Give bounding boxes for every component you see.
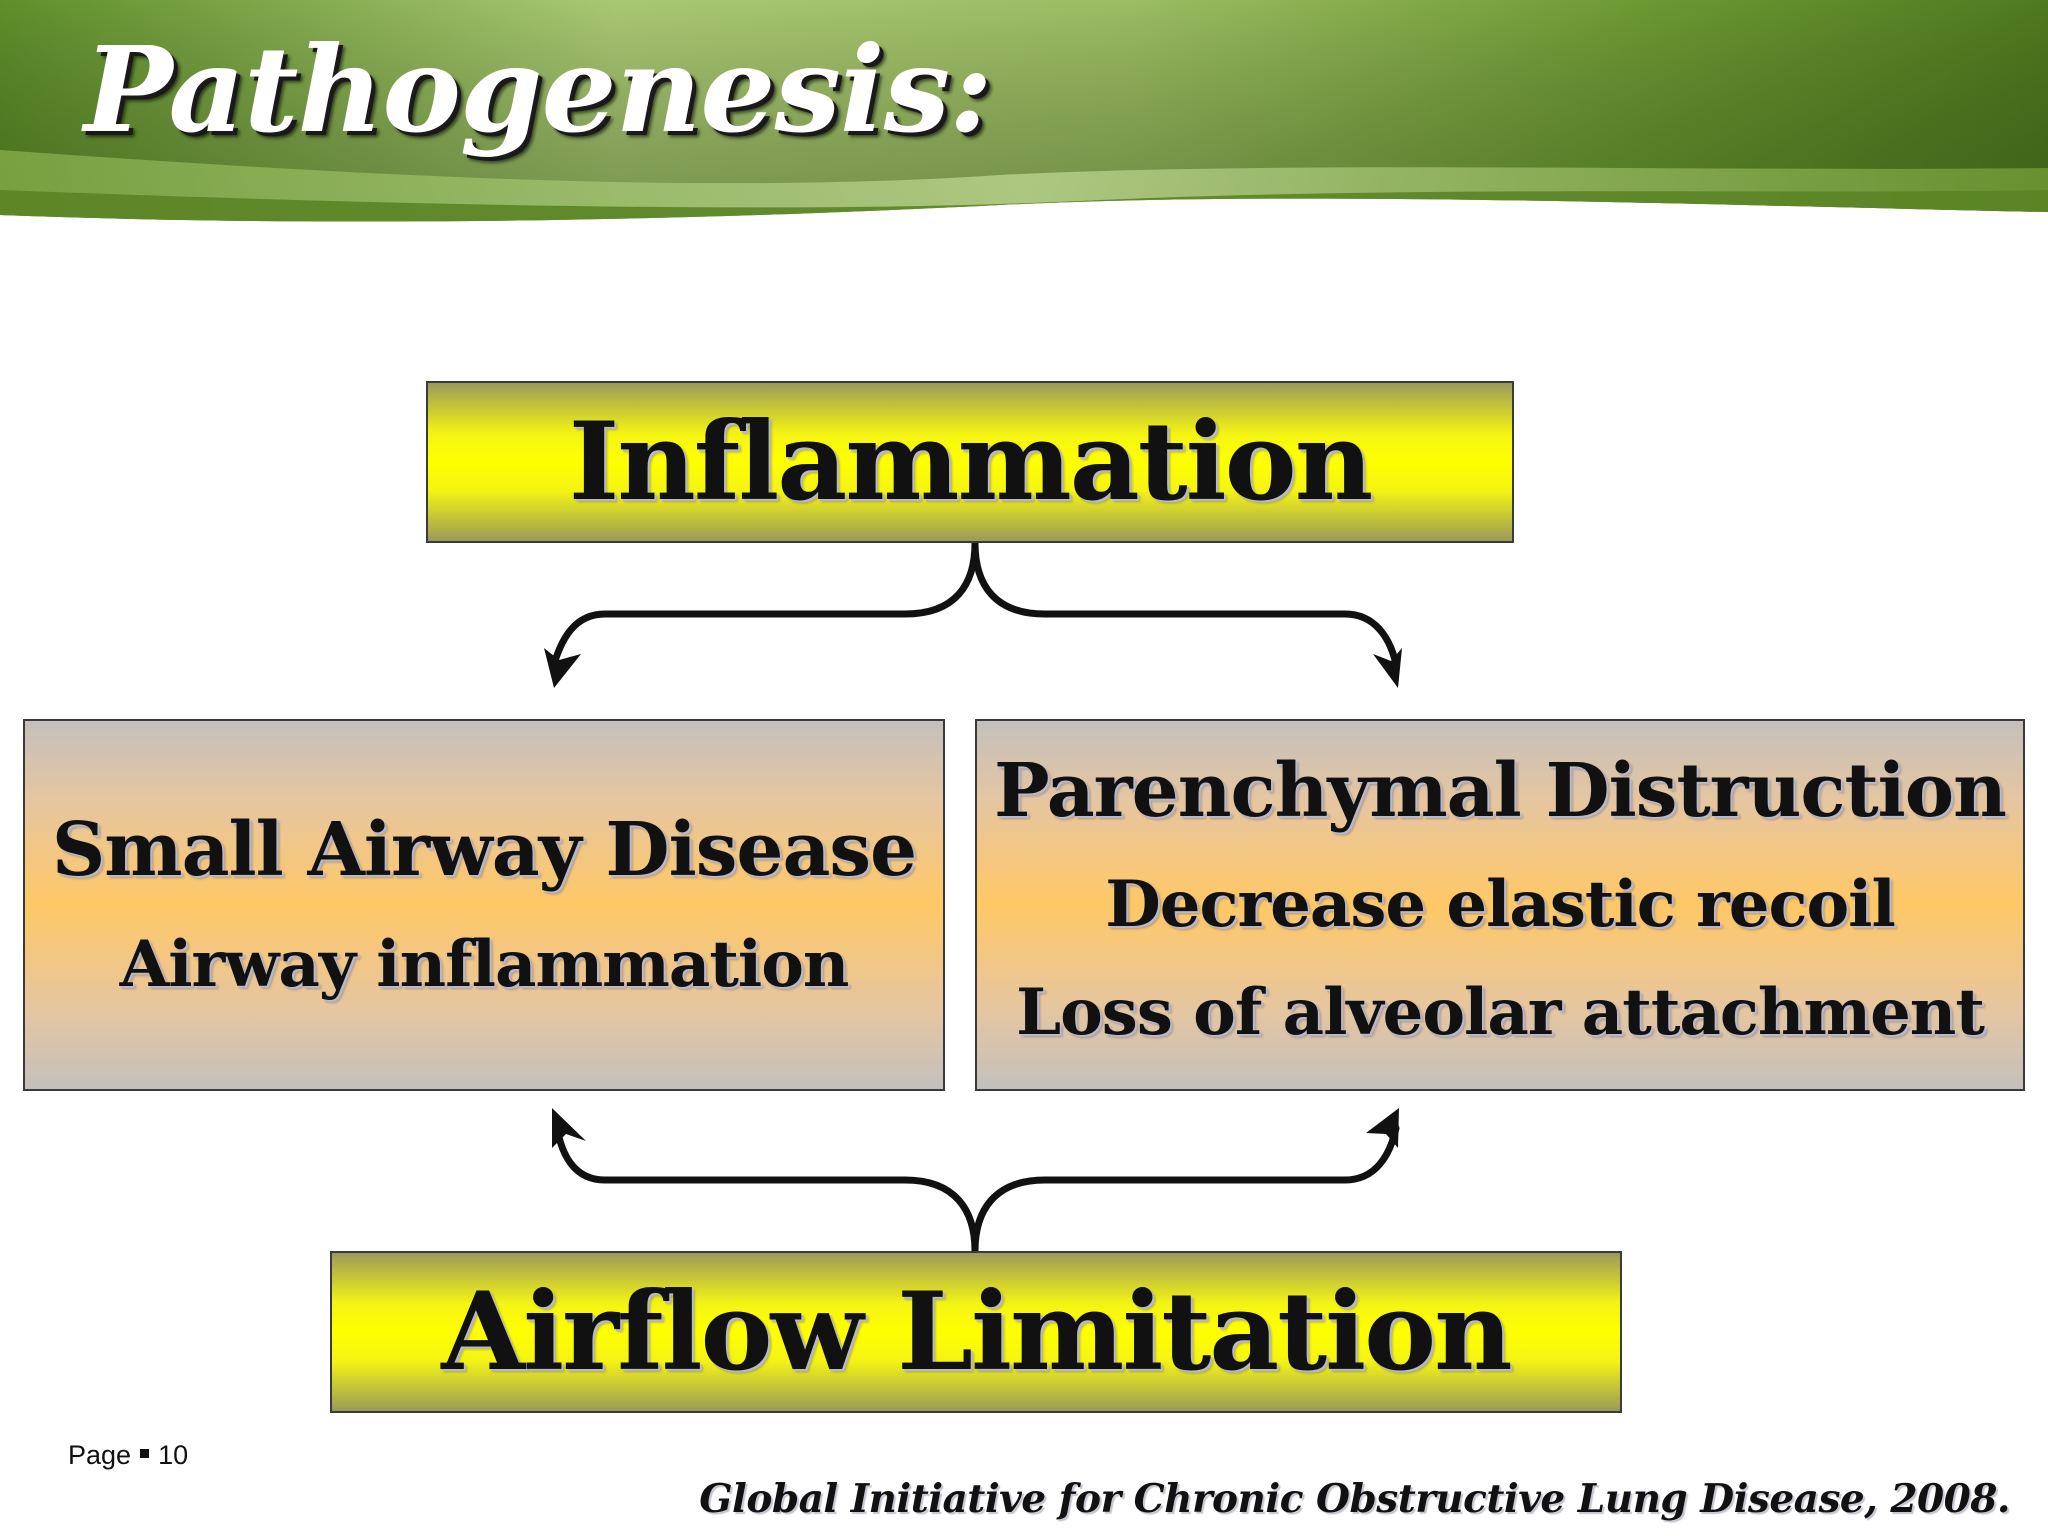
- inflammation-label: Inflammation: [568, 399, 1374, 525]
- inflammation-box: Inflammation: [426, 381, 1514, 543]
- split-connector-bottom: [553, 1124, 979, 1255]
- split-connector-top: [550, 539, 979, 668]
- small-airway-disease-line: Airway inflammation: [119, 927, 850, 1002]
- slide-title: Pathogenesis:: [84, 20, 993, 159]
- citation: Global Initiative for Chronic Obstructiv…: [699, 1476, 2010, 1522]
- parenchymal-destruction-box: Parenchymal Distruction Decrease elastic…: [975, 719, 2025, 1091]
- parenchymal-destruction-line-2: Loss of alveolar attachment: [1016, 975, 1985, 1050]
- header-banner-graphic: [0, 0, 2048, 222]
- parenchymal-destruction-heading: Parenchymal Distruction: [994, 748, 2007, 834]
- small-airway-disease-heading: Small Airway Disease: [51, 807, 917, 893]
- airflow-limitation-box: Airflow Limitation: [330, 1251, 1622, 1413]
- airflow-limitation-label: Airflow Limitation: [441, 1269, 1512, 1395]
- page-number-value: 10: [158, 1440, 189, 1470]
- parenchymal-destruction-line-1: Decrease elastic recoil: [1105, 867, 1895, 942]
- arrowhead-down-right-icon: [1373, 648, 1402, 688]
- arrowhead-down-left-icon: [544, 648, 581, 688]
- page-number: Page 10: [68, 1437, 188, 1473]
- page-label: Page: [68, 1440, 132, 1470]
- arrowhead-up-left-icon: [552, 1108, 586, 1148]
- arrowhead-up-right-icon: [1366, 1108, 1399, 1148]
- page-separator-icon: [140, 1449, 150, 1459]
- small-airway-disease-box: Small Airway Disease Airway inflammation: [23, 719, 945, 1091]
- header-banner: [0, 0, 2048, 240]
